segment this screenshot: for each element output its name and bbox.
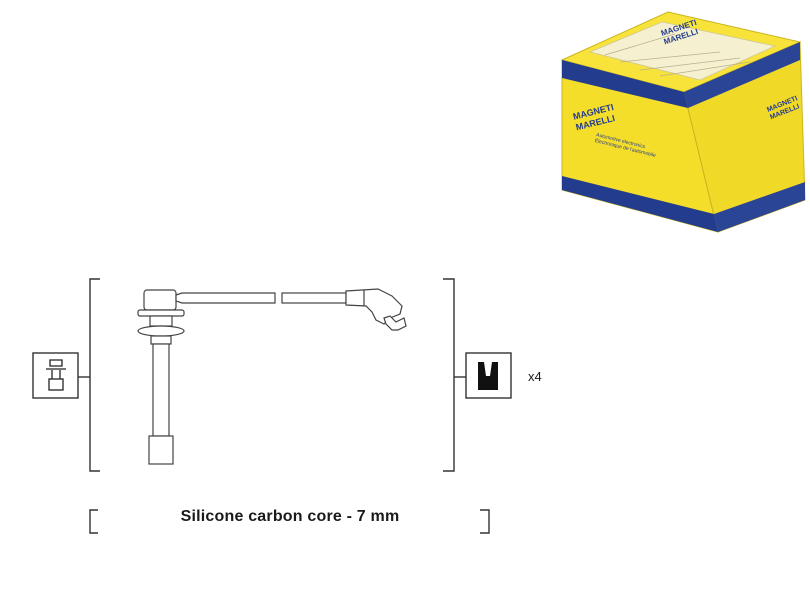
box-blue-band-bottom-left bbox=[562, 176, 718, 232]
coil-boot-icon bbox=[478, 362, 498, 390]
box-blue-band-top-right bbox=[684, 42, 800, 108]
quantity-label: x4 bbox=[528, 369, 542, 384]
spark-plug-boot bbox=[137, 289, 185, 465]
box-blue-band-top-left bbox=[562, 60, 688, 108]
caption-bracket-left bbox=[89, 509, 98, 534]
coil-boot bbox=[345, 288, 407, 331]
right-bracket bbox=[443, 278, 455, 472]
spark-plug-terminal-icon bbox=[46, 359, 66, 391]
ignition-cable bbox=[175, 292, 347, 304]
box-blue-band-bottom-right bbox=[714, 182, 805, 232]
caption-bracket-right bbox=[480, 509, 490, 534]
left-bracket bbox=[89, 278, 100, 472]
right-connector-box bbox=[465, 352, 512, 399]
core-specification-caption: Silicone carbon core - 7 mm bbox=[180, 508, 400, 525]
